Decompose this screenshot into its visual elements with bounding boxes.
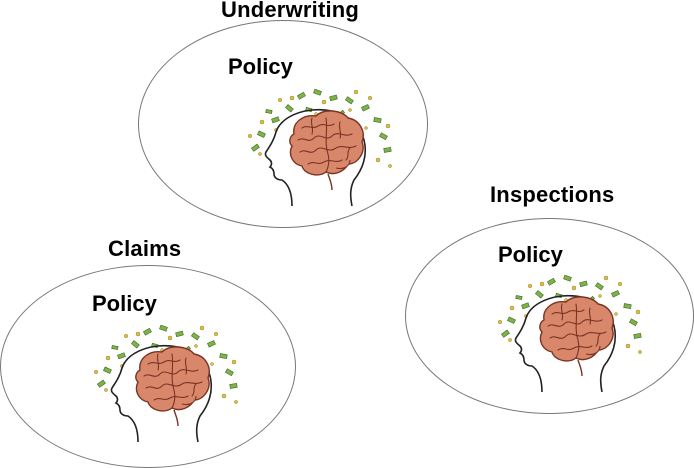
policy-label-claims: Policy (92, 291, 157, 316)
policy-label-underwriting: Policy (228, 54, 293, 79)
group-title-claims: Claims (108, 236, 182, 261)
group-title-underwriting: Underwriting (221, 0, 360, 22)
ellipse-underwriting (138, 20, 428, 228)
brain-with-money-icon (93, 324, 239, 443)
policy-label-inspections: Policy (498, 242, 563, 267)
ellipse-inspections (405, 218, 694, 414)
brain-with-money-icon (497, 274, 643, 393)
group-title-inspections: Inspections (490, 182, 615, 207)
brain-with-money-icon (247, 88, 393, 207)
